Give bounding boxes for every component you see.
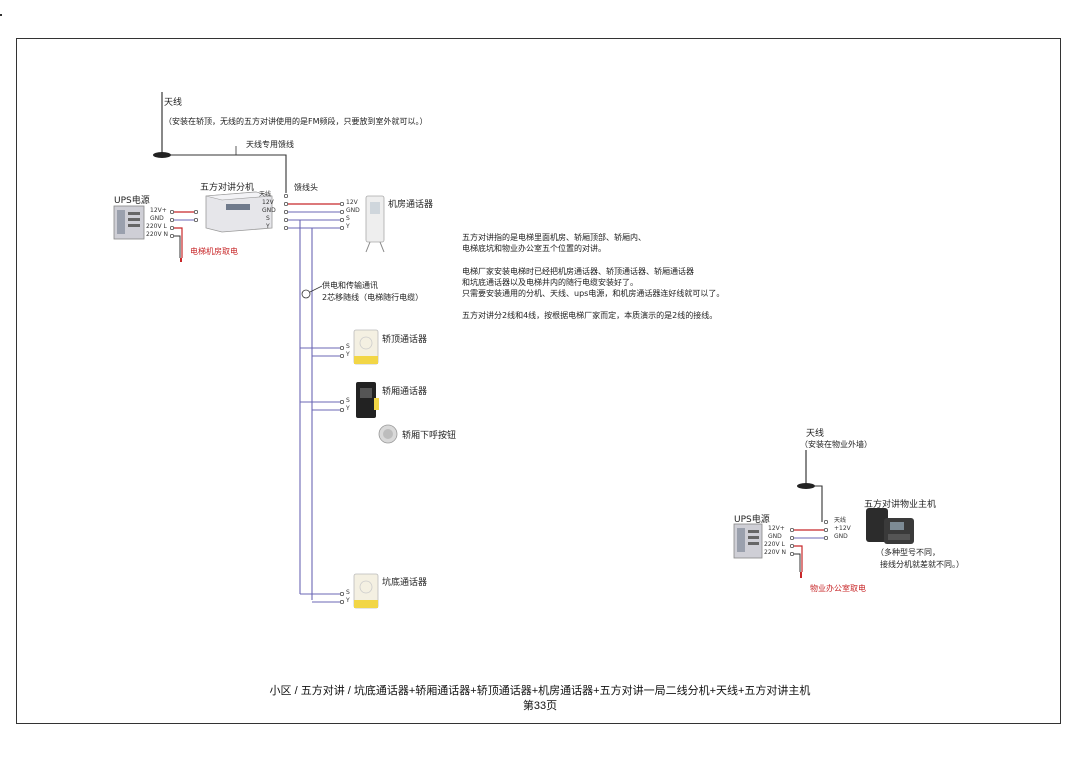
machine-room-terminal-12v: 12V — [346, 199, 358, 206]
bottom-ups-terminal-n: 220V N — [764, 549, 786, 556]
page-number: 第33页 — [522, 700, 558, 712]
top-ups-power-note: 电梯机房取电 — [190, 247, 238, 256]
description-line-6: 只需要安装通用的分机、天线、ups电源，和机房通话器连好线就可以了。 — [462, 289, 725, 298]
car-top-terminal-s: S — [346, 343, 350, 350]
host-terminal-gnd: GND — [834, 533, 848, 540]
top-ups-terminal-12v: 12V+ — [150, 207, 167, 214]
car-call-button-title: 轿厢下呼按钮 — [402, 431, 457, 441]
car-call-button-icon — [378, 424, 398, 444]
bottom-antenna-label: 天线 — [806, 429, 825, 439]
car-top-intercom-icon — [353, 329, 379, 365]
splitter-terminal-y: Y — [266, 223, 270, 230]
host-terminal-antenna: 天线 — [834, 517, 847, 524]
description-line-2: 电梯底坑和物业办公室五个位置的对讲。 — [462, 244, 606, 253]
feeder-connector-label: 馈线头 — [294, 183, 318, 192]
machine-room-terminal-gnd: GND — [346, 207, 360, 214]
pit-title: 坑底通话器 — [382, 578, 428, 588]
car-top-terminal-y: Y — [346, 351, 350, 358]
splitter-title: 五方对讲分机 — [200, 183, 255, 193]
top-ups-terminal-l: 220V L — [146, 223, 167, 230]
car-intercom-icon — [356, 382, 379, 418]
description-line-5: 和坑底通话器以及电梯井内的随行电缆安装好了。 — [462, 278, 638, 287]
machine-room-intercom-icon — [365, 195, 385, 253]
car-terminal-s: S — [346, 397, 350, 404]
bottom-ups-terminal-gnd: GND — [768, 533, 782, 540]
host-terminal-12v: +12V — [834, 525, 851, 532]
description-line-4: 电梯厂家安装电梯时已经把机房通话器、轿顶通话器、轿厢通话器 — [462, 267, 694, 276]
pit-terminal-y: Y — [346, 597, 350, 604]
host-device-icon — [866, 508, 914, 544]
host-note-1: （多种型号不同， — [876, 548, 940, 557]
top-ups-device-icon — [113, 205, 145, 240]
bottom-ups-title: UPS电源 — [734, 515, 770, 525]
pit-intercom-icon — [353, 573, 379, 609]
machine-room-title: 机房通话器 — [388, 200, 434, 210]
description-line-8: 五方对讲分2线和4线，按根据电梯厂家而定，本质演示的是2线的接线。 — [462, 311, 718, 320]
bottom-antenna-note: （安装在物业外墙） — [800, 440, 872, 449]
car-top-title: 轿顶通话器 — [382, 335, 428, 345]
splitter-device-icon — [205, 191, 273, 233]
description-line-1: 五方对讲指的是电梯里面机房、轿厢顶部、轿厢内、 — [462, 233, 646, 242]
top-antenna-cable-label: 天线专用馈线 — [246, 140, 294, 149]
pit-terminal-s: S — [346, 589, 350, 596]
top-antenna-label: 天线 — [164, 98, 183, 108]
splitter-terminal-antenna: 天线 — [259, 191, 272, 198]
top-antenna-note: （安装在轿顶，无线的五方对讲使用的是FM频段，只要放到室外就可以。） — [164, 117, 428, 126]
top-antenna-cable — [170, 154, 287, 193]
top-ups-title: UPS电源 — [114, 196, 150, 206]
bottom-antenna-cable — [814, 485, 823, 522]
corner-mark — [0, 14, 2, 16]
top-ups-terminal-n: 220V N — [146, 231, 168, 238]
splitter-terminal-gnd: GND — [262, 207, 276, 214]
bottom-ups-terminal-l: 220V L — [764, 541, 785, 548]
page-caption: 小区 / 五方对讲 / 坑底通话器+轿厢通话器+轿顶通话器+机房通话器+五方对讲… — [269, 685, 811, 697]
host-note-2: 接线分机就差就不同。） — [880, 560, 964, 569]
bottom-ups-terminal-12v: 12V+ — [768, 525, 785, 532]
bottom-antenna-icon — [797, 450, 815, 489]
car-title: 轿厢通话器 — [382, 387, 428, 397]
machine-room-terminal-s: S — [346, 215, 350, 222]
machine-room-terminal-y: Y — [346, 223, 350, 230]
top-antenna-icon — [153, 92, 171, 158]
splitter-terminal-s: S — [266, 215, 270, 222]
top-ups-terminal-gnd: GND — [150, 215, 164, 222]
bottom-ups-device-icon — [733, 523, 763, 559]
page-frame — [16, 38, 1061, 724]
trailing-cable-label-2: 2芯移随线（电梯随行电缆） — [322, 293, 424, 302]
car-terminal-y: Y — [346, 405, 350, 412]
trailing-cable-label-1: 供电和传输通讯 — [322, 281, 378, 290]
splitter-terminal-12v: 12V — [262, 199, 274, 206]
bottom-ups-power-note: 物业办公室取电 — [810, 584, 866, 593]
host-title: 五方对讲物业主机 — [864, 500, 937, 510]
